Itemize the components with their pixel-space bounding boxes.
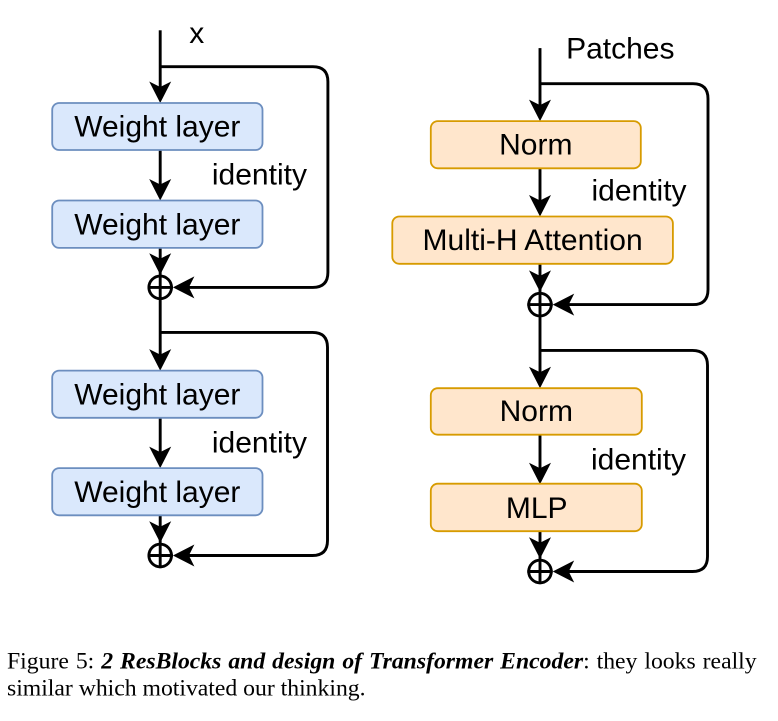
svg-text:Norm: Norm [500,395,573,428]
svg-text:Norm: Norm [499,128,572,161]
svg-text:similar which motivated our th: similar which motivated our thinking. [7,676,366,702]
svg-text:MLP: MLP [506,492,568,525]
svg-text:identity: identity [212,159,307,192]
svg-text:identity: identity [592,175,687,208]
svg-text:Weight layer: Weight layer [74,208,240,241]
svg-text:identity: identity [212,427,307,460]
svg-text:Figure 5: 2 ResBlocks and desi: Figure 5: 2 ResBlocks and design of Tran… [7,649,757,675]
svg-text:x: x [189,17,204,50]
svg-text:Multi-H Attention: Multi-H Attention [423,224,643,257]
svg-text:Weight layer: Weight layer [74,111,240,144]
svg-text:Weight layer: Weight layer [74,378,240,411]
svg-text:identity: identity [591,444,686,477]
svg-text:Weight layer: Weight layer [74,476,240,509]
svg-text:Patches: Patches [566,33,674,66]
